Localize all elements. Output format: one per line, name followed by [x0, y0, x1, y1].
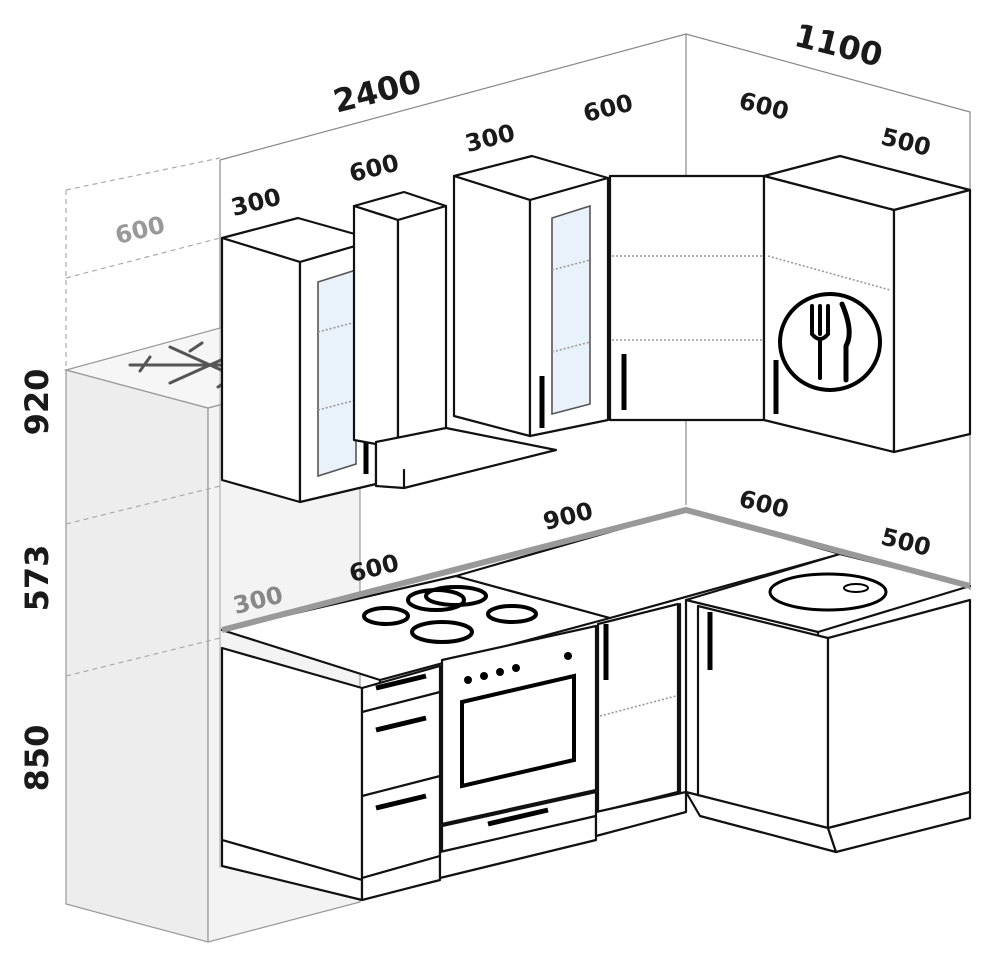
drawer-cabinet [360, 664, 442, 880]
plinth [220, 790, 972, 902]
dim-height-gap: 573 [18, 545, 56, 612]
base-cabinet-side [696, 598, 972, 830]
dim-height-wall: 920 [18, 369, 56, 436]
wall-cabinet-corner [608, 174, 766, 422]
oven-icon [460, 673, 576, 789]
dim-base-900: 900 [540, 497, 595, 536]
wall-cabinet-side [762, 154, 972, 454]
wall-cabinet-glass [452, 154, 610, 438]
sink-icon [768, 572, 888, 612]
dim-side-wall-500: 500 [878, 123, 933, 162]
dim-base-side-600: 600 [736, 485, 791, 524]
dim-side-width: 1100 [791, 16, 887, 74]
dim-height-base: 850 [18, 725, 56, 792]
dim-wall-300-right: 300 [462, 119, 517, 158]
hob-burner-icon [362, 585, 538, 644]
oven [440, 624, 598, 854]
dim-wall-300-left: 300 [228, 183, 283, 222]
dim-wall-600-hood: 600 [346, 149, 401, 188]
base-cabinet-corner [596, 598, 688, 814]
fridge [63, 157, 363, 943]
dim-side-wall-600: 600 [736, 87, 791, 126]
cutlery-icon [778, 292, 882, 392]
dim-total-width: 2400 [330, 62, 426, 120]
dim-fridge-depth: 600 [112, 211, 167, 250]
dim-base-side-500: 500 [878, 523, 933, 562]
dim-wall-600-corner: 600 [580, 89, 635, 128]
range-hood [352, 190, 558, 490]
